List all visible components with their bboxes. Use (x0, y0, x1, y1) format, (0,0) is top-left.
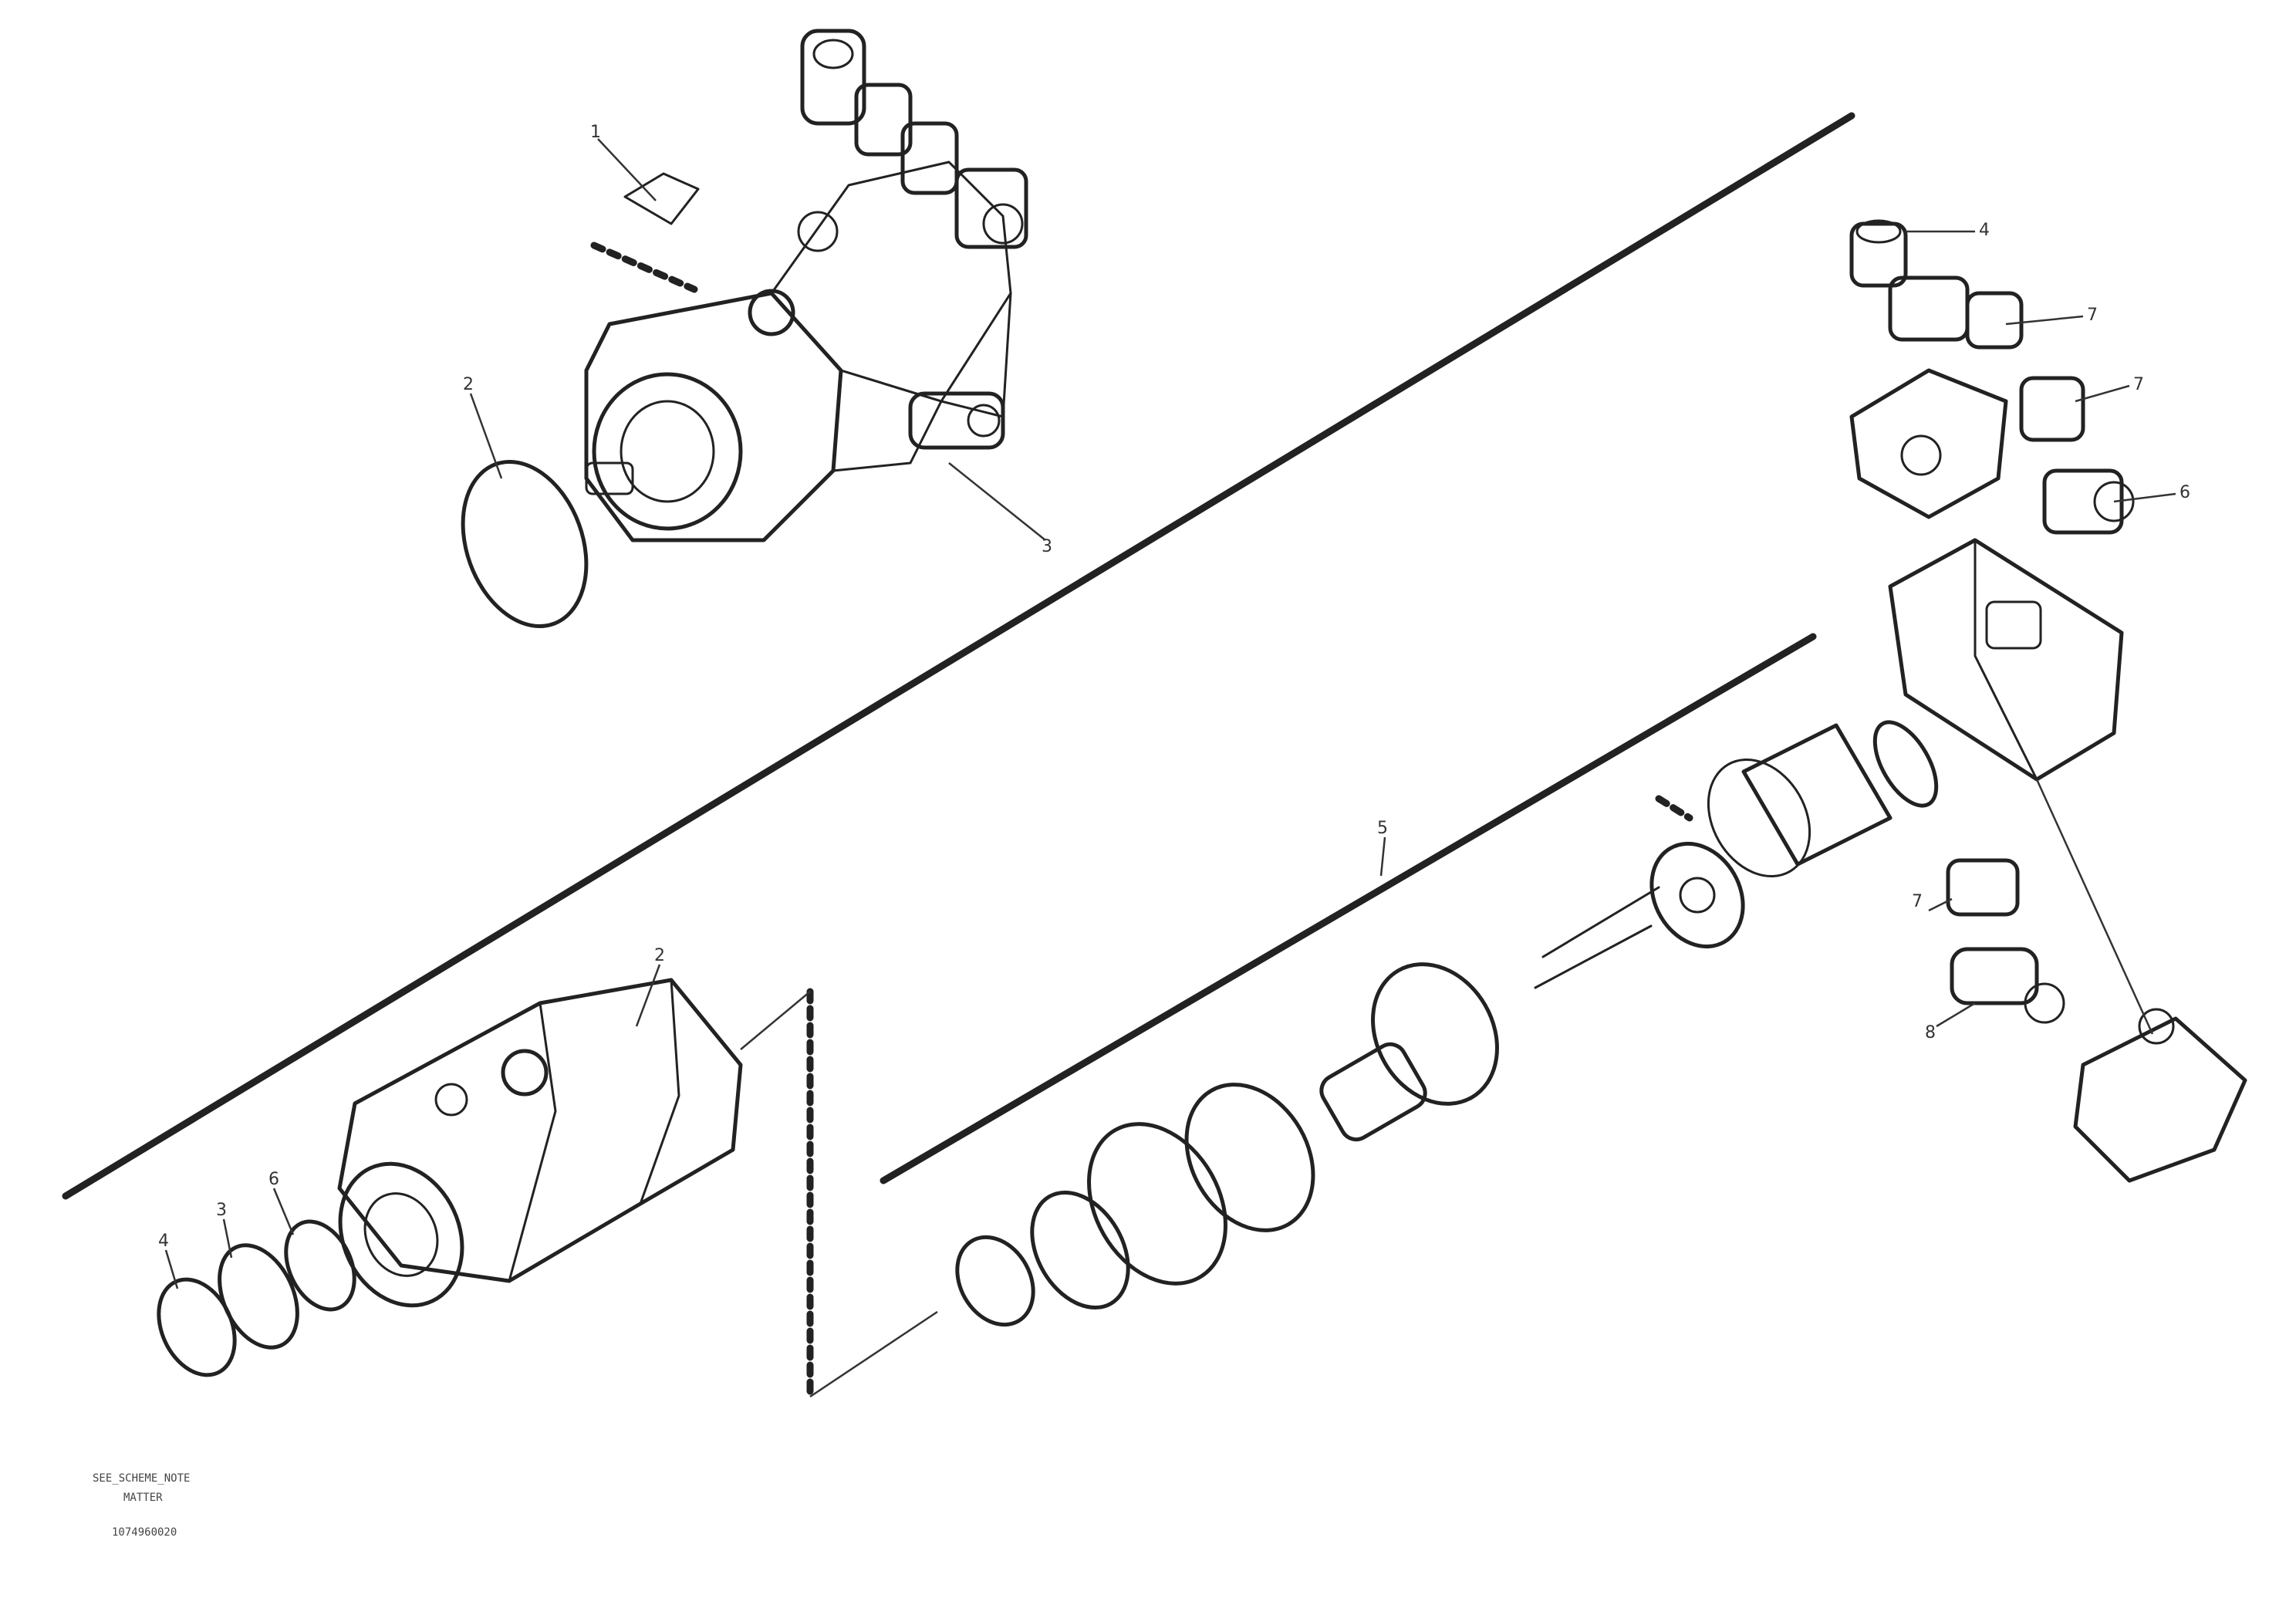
callout-top-1: 1 (590, 123, 601, 142)
callout-right-3: 7 (2133, 375, 2144, 394)
reference-line-3: 1074960020 (112, 1526, 177, 1539)
drawing-reference: SEE_SCHEME_NOTE MATTER 1074960020 (93, 1472, 190, 1539)
divider-line-upper (62, 112, 1855, 1200)
right-valve-parts (1849, 219, 2247, 1183)
callout-right-5: 7 (1912, 892, 1923, 911)
top-motor-assembly (461, 29, 1028, 629)
callout-top-3: 3 (1042, 537, 1052, 556)
callout-right-2: 7 (2087, 306, 2098, 325)
bottom-motor-assembly (157, 978, 743, 1377)
reference-line-1: SEE_SCHEME_NOTE (93, 1472, 190, 1485)
center-shaft-assembly (955, 720, 1939, 1327)
callout-right-4: 6 (2180, 483, 2190, 502)
callout-right-1: 4 (1979, 221, 1990, 240)
divider-line-lower (880, 633, 1817, 1184)
callout-right-6: 8 (1925, 1023, 1936, 1042)
guide-leader-top (740, 991, 811, 1050)
guide-leader-bottom (809, 1310, 938, 1398)
callout-shaft: 5 (1377, 819, 1388, 838)
reference-line-2: MATTER (123, 1492, 163, 1504)
callout-bottom-2: 4 (158, 1232, 169, 1251)
callout-top-2: 2 (463, 375, 474, 394)
callout-bottom-3: 3 (216, 1201, 227, 1220)
callout-labels: 1 2 3 4 7 7 6 7 8 5 2 4 3 6 (158, 123, 2190, 1251)
callout-bottom-4: 6 (268, 1170, 279, 1189)
callout-bottom-1: 2 (654, 946, 665, 965)
o-ring (461, 459, 589, 629)
